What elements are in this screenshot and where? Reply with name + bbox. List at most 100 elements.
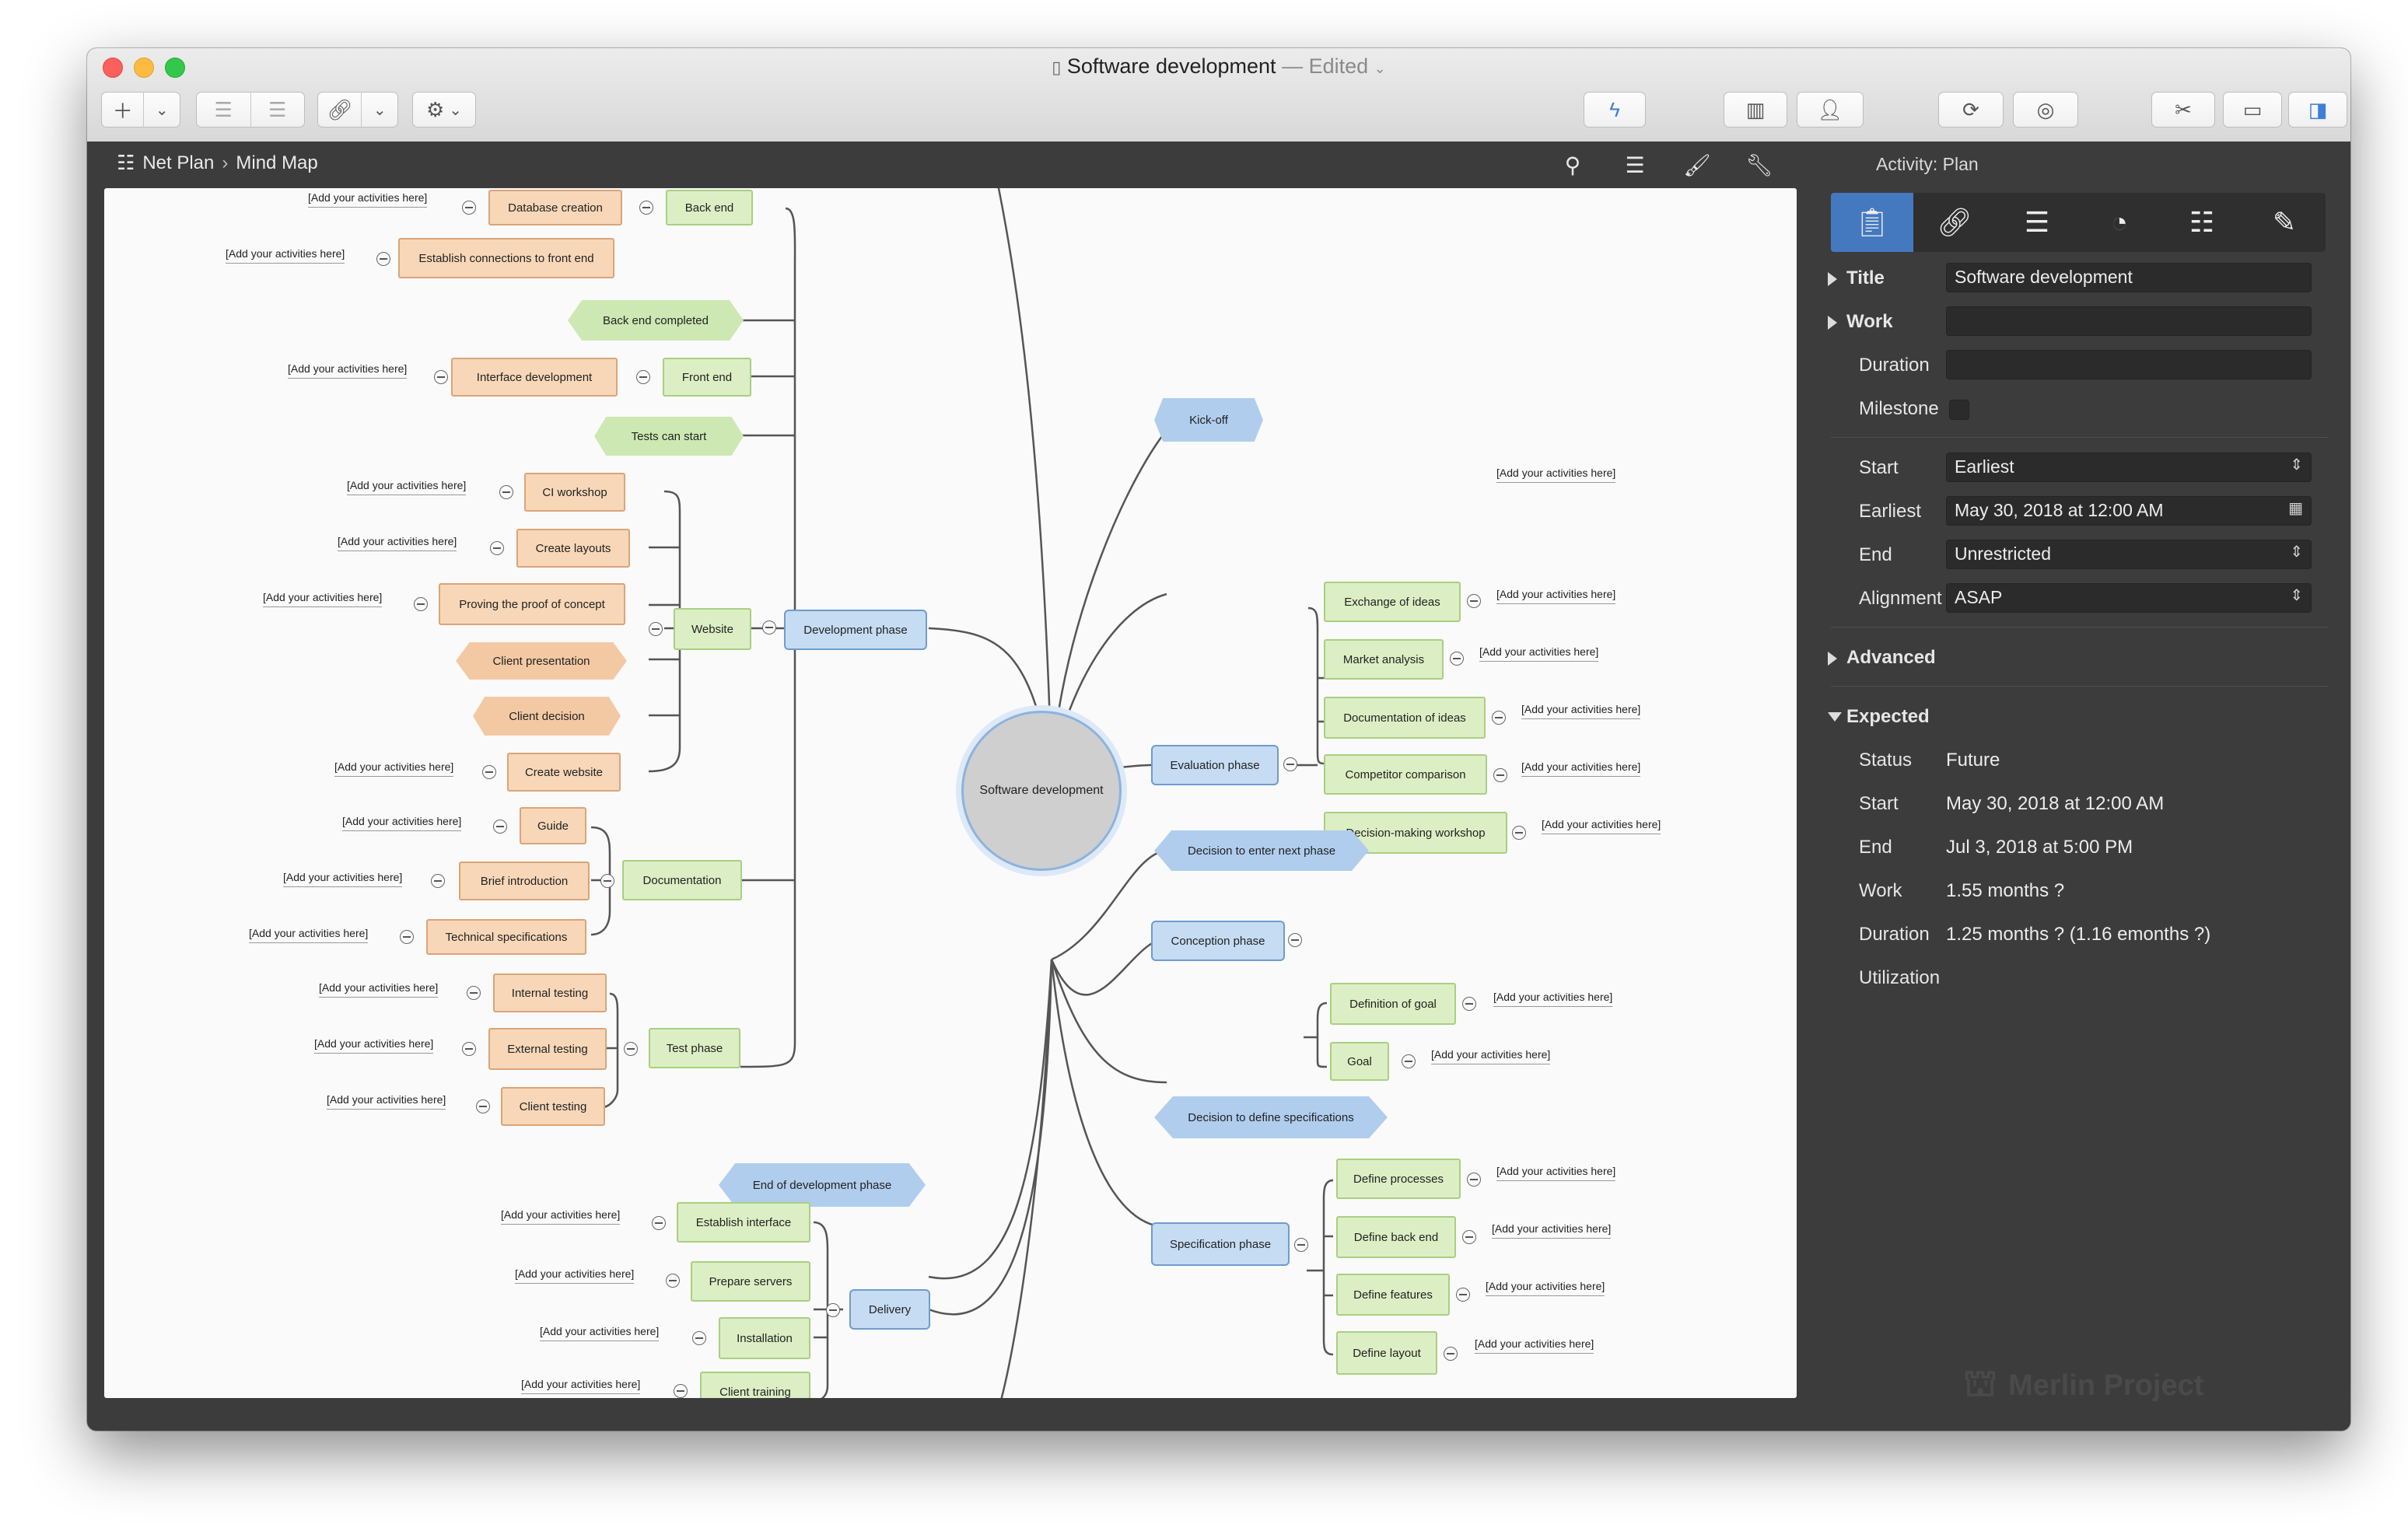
activity-note[interactable]: [Add your activities here] — [501, 1208, 621, 1225]
node-tests-can-start[interactable]: Tests can start — [594, 417, 744, 456]
node-client-presentation[interactable]: Client presentation — [456, 642, 627, 680]
node-test-phase[interactable]: Test phase — [649, 1028, 740, 1068]
collapse-toggle[interactable] — [400, 930, 414, 944]
node-conception-phase[interactable]: Conception phase — [1151, 921, 1285, 961]
tab-notes-icon[interactable]: ✎ — [2272, 206, 2297, 238]
node-prepare-servers[interactable]: Prepare servers — [691, 1261, 810, 1302]
collapse-toggle[interactable] — [482, 765, 496, 779]
tab-clipboard-icon[interactable]: 📋︎ — [1831, 193, 1913, 252]
outdent-icon[interactable]: ☰ — [268, 97, 287, 121]
collapse-toggle[interactable] — [1456, 1288, 1470, 1302]
action-button[interactable]: ⚙︎⌄ — [412, 92, 476, 128]
node-documentation[interactable]: Documentation — [622, 860, 742, 900]
collapse-toggle[interactable] — [1512, 826, 1526, 840]
activity-note[interactable]: [Add your activities here] — [1542, 818, 1661, 834]
node-kick-off[interactable]: Kick-off — [1154, 398, 1263, 442]
activity-note[interactable]: [Add your activities here] — [1496, 588, 1616, 604]
activity-note[interactable]: [Add your activities here] — [1492, 1222, 1612, 1239]
node-back-end[interactable]: Back end — [666, 190, 753, 225]
activity-note[interactable]: [Add your activities here] — [327, 1093, 446, 1110]
breadcrumb-mind-map[interactable]: Mind Map — [236, 152, 318, 173]
node-back-end-completed[interactable]: Back end completed — [568, 300, 744, 341]
structure-icon[interactable]: ☰ — [1625, 152, 1645, 177]
library-button[interactable]: ▥ — [1724, 92, 1787, 128]
node-end-dev-phase[interactable]: End of development phase — [719, 1163, 926, 1207]
zoom-window-button[interactable] — [165, 58, 185, 78]
minimize-window-button[interactable] — [134, 58, 154, 78]
title-field[interactable]: Software development — [1946, 263, 2312, 292]
tab-cost-icon[interactable]: ☰ — [2024, 206, 2050, 238]
activity-note[interactable]: [Add your activities here] — [319, 981, 439, 998]
collapse-toggle[interactable] — [826, 1303, 840, 1317]
activity-note[interactable]: [Add your activities here] — [1493, 991, 1613, 1007]
collapse-toggle[interactable] — [1288, 933, 1302, 947]
node-specification-phase[interactable]: Specification phase — [1151, 1222, 1290, 1266]
collapse-toggle[interactable] — [624, 1042, 638, 1056]
collapse-toggle[interactable] — [414, 597, 428, 611]
activity-note[interactable]: [Add your activities here] — [540, 1325, 660, 1341]
activity-note[interactable]: [Add your activities here] — [521, 1378, 641, 1394]
node-evaluation-phase[interactable]: Evaluation phase — [1151, 745, 1279, 785]
node-define-processes[interactable]: Define processes — [1336, 1159, 1461, 1199]
collapse-toggle[interactable] — [499, 485, 513, 499]
node-installation[interactable]: Installation — [719, 1317, 810, 1359]
quick-action-button[interactable]: ϟ — [1584, 92, 1646, 128]
activity-note[interactable]: [Add your activities here] — [342, 815, 462, 831]
node-create-website[interactable]: Create website — [507, 753, 621, 792]
node-define-layout[interactable]: Define layout — [1336, 1331, 1437, 1375]
tools-button[interactable]: ✂︎ — [2151, 92, 2215, 128]
chevron-down-icon[interactable]: ⌄ — [373, 101, 387, 119]
node-exchange-ideas[interactable]: Exchange of ideas — [1324, 582, 1461, 622]
collapse-toggle[interactable] — [1294, 1238, 1308, 1252]
activity-note[interactable]: [Add your activities here] — [334, 760, 454, 777]
indent-icon[interactable]: ☰ — [214, 97, 233, 121]
activity-note[interactable]: [Add your activities here] — [263, 591, 383, 607]
node-client-training[interactable]: Client training — [700, 1372, 810, 1398]
node-guide[interactable]: Guide — [520, 807, 586, 844]
start-select[interactable]: Earliest⇕ — [1946, 453, 2312, 482]
activity-note[interactable]: [Add your activities here] — [1431, 1048, 1551, 1064]
right-panel-button[interactable]: ◨ — [2288, 92, 2347, 128]
collapse-toggle[interactable] — [1467, 594, 1481, 608]
earliest-date-field[interactable]: May 30, 2018 at 12:00 AM▦ — [1946, 496, 2312, 526]
disclosure-triangle-icon[interactable] — [1828, 272, 1837, 286]
style-brush-icon[interactable]: 🖌︎ — [1683, 152, 1711, 177]
activity-note[interactable]: [Add your activities here] — [288, 362, 408, 379]
collapse-toggle[interactable] — [674, 1384, 688, 1398]
collapse-toggle[interactable] — [1493, 768, 1507, 782]
node-ci-workshop[interactable]: CI workshop — [524, 473, 625, 512]
indent-outdent-buttons[interactable]: ☰☰ — [196, 92, 305, 128]
collapse-toggle[interactable] — [490, 541, 504, 555]
activity-note[interactable]: [Add your activities here] — [338, 535, 457, 551]
node-market-analysis[interactable]: Market analysis — [1324, 639, 1444, 680]
node-define-back-end[interactable]: Define back end — [1336, 1216, 1456, 1258]
collapse-toggle[interactable] — [1467, 1173, 1481, 1187]
milestone-checkbox[interactable] — [1949, 400, 1969, 420]
advanced-row[interactable]: Advanced — [1815, 642, 2350, 673]
tab-progress-icon[interactable]: ◔ — [2111, 206, 2128, 238]
collapse-toggle[interactable] — [649, 622, 663, 636]
activity-note[interactable]: [Add your activities here] — [226, 247, 345, 264]
chevron-down-icon[interactable]: ⌄ — [155, 101, 169, 119]
disclosure-triangle-icon[interactable] — [1828, 316, 1837, 330]
activity-note[interactable]: [Add your activities here] — [308, 191, 428, 208]
collapse-toggle[interactable] — [1492, 711, 1506, 725]
node-define-features[interactable]: Define features — [1336, 1274, 1450, 1316]
disclosure-triangle-icon[interactable] — [1828, 712, 1842, 722]
collapse-toggle[interactable] — [1462, 997, 1476, 1011]
collapse-toggle[interactable] — [639, 201, 653, 215]
collapse-toggle[interactable] — [636, 370, 650, 384]
activity-note[interactable]: [Add your activities here] — [283, 871, 403, 887]
node-proving-concept[interactable]: Proving the proof of concept — [439, 583, 625, 625]
node-interface-development[interactable]: Interface development — [451, 358, 618, 397]
collapse-toggle[interactable] — [431, 874, 445, 888]
collapse-toggle[interactable] — [462, 1042, 476, 1056]
activity-note[interactable]: [Add your activities here] — [347, 479, 467, 495]
collapse-toggle[interactable] — [600, 874, 614, 888]
expected-label[interactable]: Expected — [1846, 706, 1930, 727]
activity-note[interactable]: [Add your activities here] — [1475, 1337, 1594, 1354]
end-select[interactable]: Unrestricted⇕ — [1946, 540, 2312, 569]
add-button[interactable]: ＋⌄ — [101, 92, 180, 128]
node-technical-specifications[interactable]: Technical specifications — [426, 919, 586, 955]
node-establish-connections[interactable]: Establish connections to front end — [398, 238, 614, 278]
